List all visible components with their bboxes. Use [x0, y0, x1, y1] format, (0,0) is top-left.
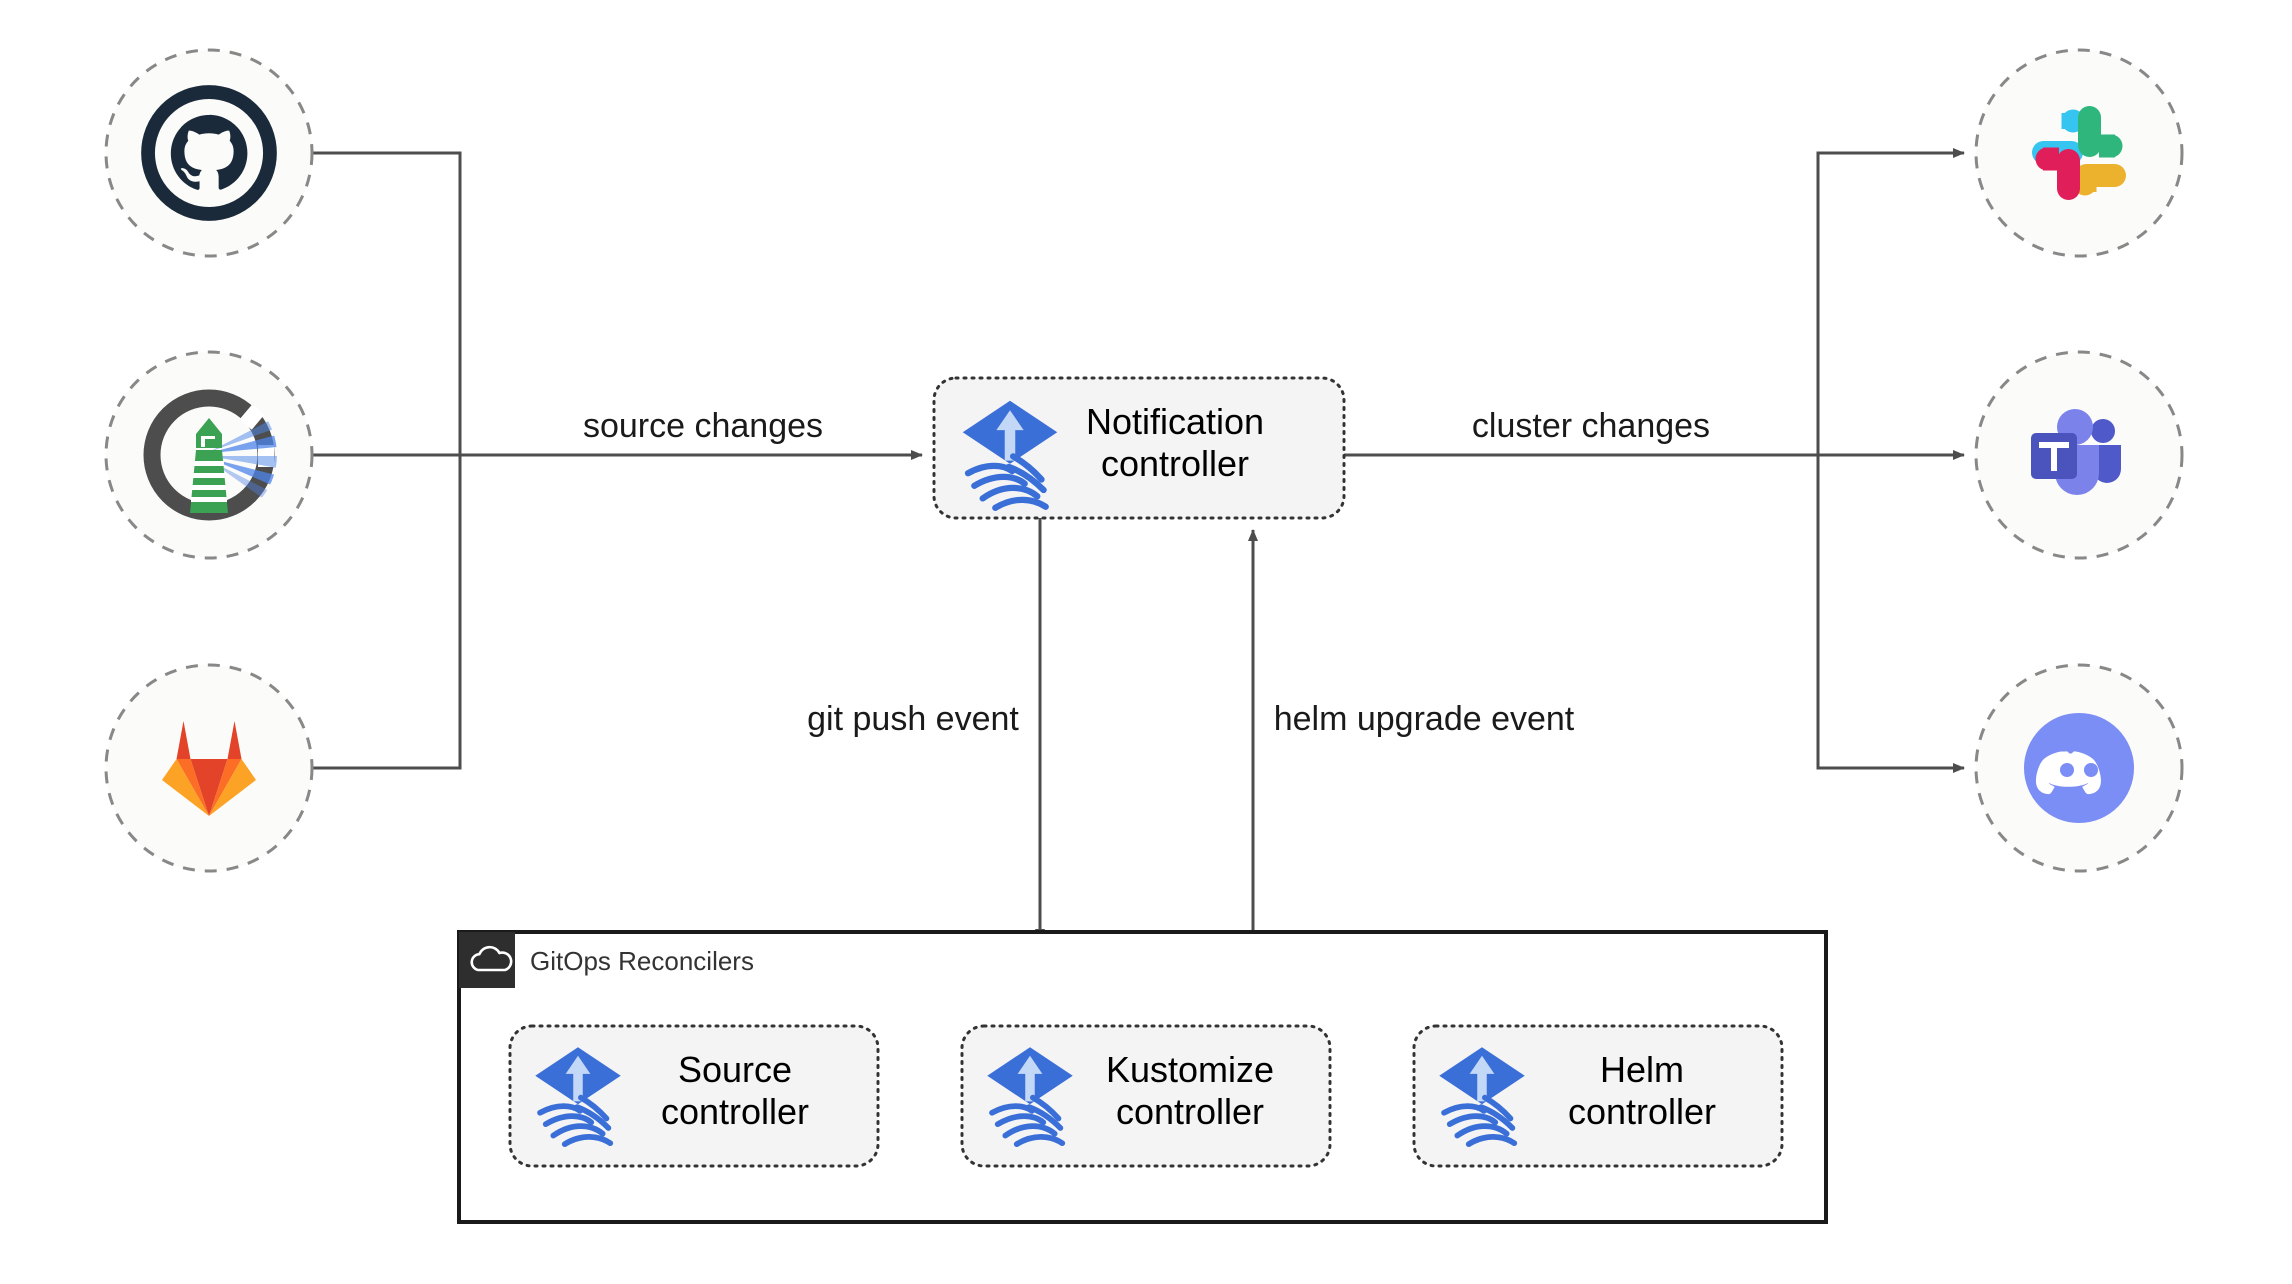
edge-label-cluster-changes: cluster changes [1472, 407, 1710, 445]
flux-icon [535, 1047, 621, 1148]
destination-node-slack[interactable] [1974, 48, 2184, 258]
edge-github-to-trunk [312, 151, 462, 455]
notification-controller-label-line1: Notification [1086, 401, 1264, 442]
flux-icon [962, 400, 1058, 511]
edge-labels-group: source changes cluster changes git push … [583, 407, 1710, 738]
edge-trunk-to-slack [1816, 148, 1965, 455]
edge-label-git-push-event: git push event [807, 700, 1019, 738]
kustomize-controller-node[interactable]: Kustomize controller [960, 1024, 1332, 1168]
source-node-lighthouse[interactable] [104, 350, 314, 560]
helm-controller-label-line2: controller [1568, 1091, 1716, 1132]
notification-controller-node[interactable]: Notification controller [932, 376, 1346, 520]
helm-controller-label-line1: Helm [1600, 1049, 1684, 1090]
kustomize-controller-label-line2: controller [1116, 1091, 1264, 1132]
github-node-circle [104, 48, 314, 258]
edge-gitlab-to-trunk [312, 455, 462, 770]
notification-controller-label-line2: controller [1101, 443, 1249, 484]
destination-node-discord[interactable] [1974, 663, 2184, 873]
github-icon [141, 85, 277, 221]
kustomize-controller-label-line1: Kustomize [1106, 1049, 1274, 1090]
flux-icon [987, 1047, 1073, 1148]
teams-icon [2031, 409, 2121, 495]
slack-icon [2032, 106, 2126, 200]
lighthouse-icon [143, 389, 277, 521]
source-controller-node[interactable]: Source controller [508, 1024, 880, 1168]
cloud-icon [470, 945, 513, 972]
gitlab-icon [162, 721, 256, 816]
source-node-gitlab[interactable] [104, 663, 314, 873]
flux-icon [1439, 1047, 1525, 1148]
helm-controller-node[interactable]: Helm controller [1412, 1024, 1784, 1168]
container-tab [459, 932, 515, 988]
source-controller-label-line1: Source [678, 1049, 792, 1090]
destination-node-teams[interactable] [1974, 350, 2184, 560]
edge-label-helm-upgrade-event: helm upgrade event [1274, 700, 1575, 738]
edge-trunk-to-discord [1816, 455, 1965, 773]
discord-icon [2024, 713, 2134, 823]
source-controller-label-line2: controller [661, 1091, 809, 1132]
edge-label-source-changes: source changes [583, 407, 823, 445]
source-node-github[interactable] [104, 48, 314, 258]
container-title: GitOps Reconcilers [530, 946, 754, 976]
